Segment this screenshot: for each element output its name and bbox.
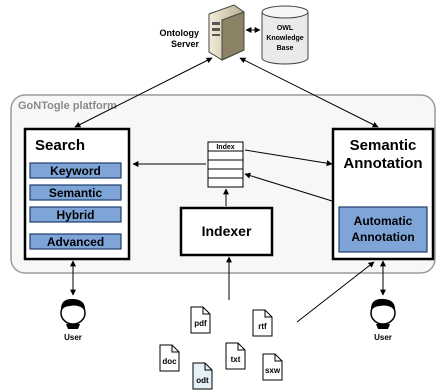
search-option-keyword[interactable]: Keyword: [29, 162, 122, 179]
auto-annotation-label-line1: Automatic: [354, 214, 413, 228]
index-table: Index: [207, 141, 244, 188]
annotation-index-arrow: [244, 149, 333, 167]
kb-label-line3: Base: [277, 45, 294, 52]
file-label: rtf: [258, 322, 267, 331]
user-avatar-left: [60, 298, 86, 329]
search-option-label: Keyword: [50, 164, 101, 178]
server-label-line2: Server: [171, 39, 200, 49]
platform-title: GoNTogle platform: [18, 100, 117, 112]
annotation-title-line2: Annotation: [343, 155, 422, 172]
file-label: txt: [231, 355, 241, 364]
server-icon: [208, 4, 245, 61]
search-option-label: Advanced: [47, 235, 104, 249]
indexer-box: Indexer: [179, 206, 274, 257]
user-avatar-right: [370, 298, 396, 329]
file-icon-odt: odt: [192, 362, 213, 390]
search-option-advanced[interactable]: Advanced: [29, 233, 122, 250]
search-option-label: Hybrid: [56, 208, 94, 222]
search-option-semantic[interactable]: Semantic: [29, 184, 122, 201]
kb-label-line2: Knowledge: [266, 35, 303, 42]
search-option-label: Semantic: [49, 186, 103, 200]
file-label: doc: [162, 357, 177, 366]
auto-annotation-index-arrow: [244, 172, 346, 206]
server-label-line1: Ontology: [160, 28, 200, 38]
file-label: odt: [196, 376, 209, 385]
files-annotation-arrow: [296, 261, 375, 323]
search-option-hybrid[interactable]: Hybrid: [29, 206, 122, 223]
user-label-right: User: [374, 333, 392, 342]
server-search-arrow: [74, 57, 213, 128]
auto-annotation-label-line2: Annotation: [351, 230, 414, 244]
kb-label-line1: OWL: [277, 25, 294, 32]
search-title: Search: [35, 137, 85, 154]
file-label: pdf: [194, 319, 207, 328]
indexer-label: Indexer: [202, 223, 252, 239]
automatic-annotation-button[interactable]: Automatic Annotation: [338, 206, 428, 253]
user-label-left: User: [64, 333, 82, 342]
server-annotation-arrow: [239, 57, 379, 128]
file-icon-rtf: rtf: [252, 309, 273, 337]
file-icon-pdf: pdf: [190, 306, 211, 334]
file-label: sxw: [265, 366, 281, 375]
file-icon-sxw: sxw: [262, 353, 283, 381]
annotation-title-line1: Semantic: [350, 137, 417, 154]
file-icon-txt: txt: [225, 342, 246, 370]
database-icon: [261, 5, 309, 65]
file-icon-doc: doc: [159, 344, 180, 372]
index-label: Index: [216, 144, 234, 151]
